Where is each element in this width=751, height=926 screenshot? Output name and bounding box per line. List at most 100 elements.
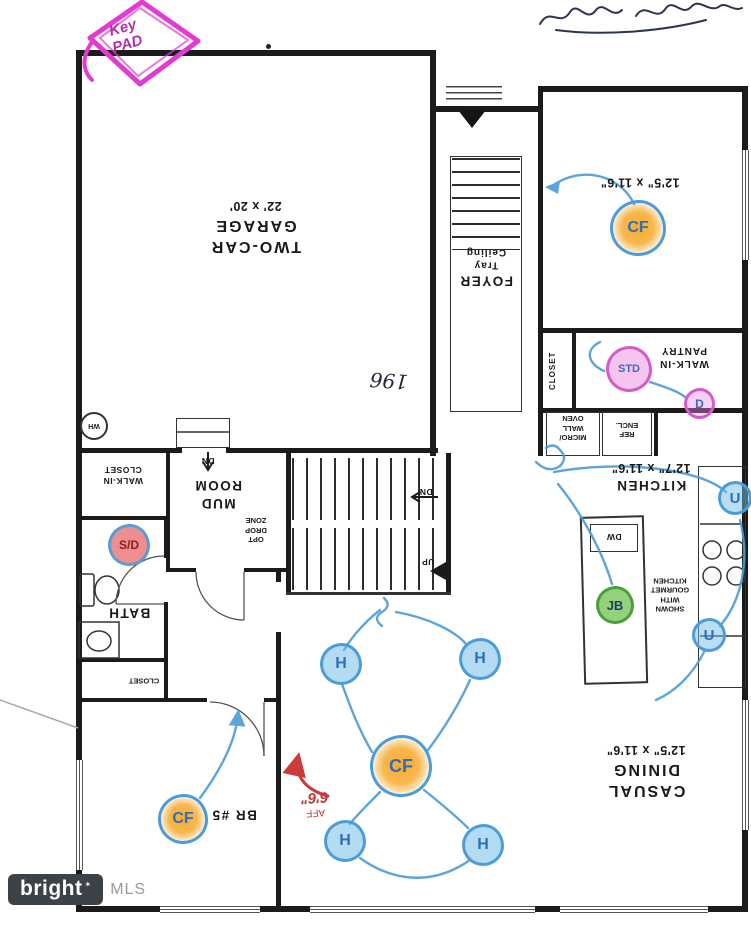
brightmls-brand: bright: [20, 877, 83, 900]
wall-bedroom-bottom: [543, 328, 748, 333]
wire: [426, 678, 472, 752]
wall-bath-bottom: [76, 658, 166, 662]
marker-label: U: [703, 626, 715, 644]
lot-number-handwritten: 196: [368, 367, 409, 395]
toilet-bowl: [94, 575, 120, 605]
drop-zone-line: OPT: [248, 535, 264, 545]
ceiling-fan-marker: CF: [158, 794, 208, 844]
garage-label: TWO-CAR GARAGE 22' x 20': [168, 198, 343, 256]
ceiling-fan-marker: CF: [370, 735, 432, 797]
brightmls-suffix: MLS: [110, 880, 147, 898]
smoke-detector-marker: S/D: [108, 524, 150, 566]
garage-landing: [176, 418, 230, 448]
marker-label: H: [335, 655, 347, 672]
h-marker: H: [459, 638, 501, 680]
wall-divider-stub: [276, 568, 281, 582]
porch-steps: [446, 86, 502, 104]
wic-line: WALK-IN: [103, 476, 143, 487]
garage-dims: 22' x 20': [229, 199, 282, 214]
keypad-outline: [87, 0, 201, 87]
scan-speckle: [266, 44, 271, 49]
water-heater-label: WH: [88, 422, 100, 430]
wall-pantry-divider: [572, 333, 576, 408]
mudroom-dn-label: DN: [201, 456, 215, 467]
stair-treads-upper: [292, 458, 444, 520]
wall-top-right: [538, 86, 748, 92]
handwriting-note: [539, 2, 743, 34]
h-marker: H: [320, 643, 362, 685]
handwriting-stroke: [539, 6, 623, 25]
mudroom-name-1: MUD: [200, 496, 236, 512]
window: [742, 150, 749, 260]
water-heater-circle: WH: [80, 412, 108, 440]
mudroom-door-arc: [195, 571, 245, 621]
door-swings: [115, 555, 265, 757]
wall-garage-right-upper: [430, 50, 436, 112]
dining-name-1: CASUAL: [606, 781, 686, 799]
drop-zone-line: ZONE: [245, 516, 267, 526]
bedroom5-door-arc: [209, 701, 265, 757]
wall-left-exterior: [76, 50, 82, 912]
kitchen-label: KITCHEN 12'7" x 11'6": [592, 460, 710, 494]
pantry-closet-label: CLOSET: [548, 351, 557, 391]
ceiling-fan-marker: CF: [610, 200, 666, 256]
keypad-tail: [82, 40, 94, 82]
drop-zone-line: DROP: [245, 525, 267, 535]
handwriting-stroke: [555, 19, 707, 34]
vanity: [78, 621, 120, 659]
wall-garage-bottom-b: [226, 448, 438, 453]
wall-family-divider: [276, 632, 281, 906]
stair-treads-lower: [292, 528, 444, 590]
wall-closet-right: [164, 662, 168, 698]
dining-name-2: DINING: [612, 761, 680, 779]
wall-pantry-bottom: [543, 408, 748, 413]
wall-bedroom5-top-b: [264, 698, 280, 702]
entry-door-marker: [458, 110, 486, 128]
wall-stair-right: [446, 453, 451, 595]
wall-foyer-left: [430, 106, 436, 456]
wic-line: CLOSET: [104, 465, 142, 476]
wire: [648, 380, 688, 400]
dimmer-marker: D: [684, 388, 715, 419]
wall-bath-right-b: [164, 602, 168, 662]
marker-label: D: [695, 396, 704, 411]
marker-label: CF: [172, 810, 194, 827]
gourmet-line: SHOWN: [655, 604, 685, 614]
marker-label: STD: [618, 363, 640, 375]
height-note: AFF 6'6": [285, 786, 345, 820]
wire: [198, 709, 246, 800]
brightmls-watermark: bright ✶ MLS: [8, 874, 146, 905]
marker-label: H: [339, 832, 351, 849]
foyer-tray-outline: [450, 156, 522, 412]
kitchen-name: KITCHEN: [615, 477, 687, 493]
wire-arrowhead: [545, 181, 560, 194]
wall-mudroom-bottom-b: [244, 568, 288, 572]
wire: [358, 856, 472, 879]
window: [310, 906, 535, 913]
window: [560, 906, 708, 913]
dining-dims: 12'5" x 11'6": [606, 743, 686, 758]
window: [160, 906, 260, 913]
window: [742, 700, 749, 830]
bath-label: BATH: [107, 605, 151, 621]
marker-label: H: [474, 650, 486, 667]
window: [76, 760, 83, 870]
wall-foyer-right: [538, 86, 543, 456]
wall-foyer-top: [436, 106, 543, 112]
h-marker: H: [324, 820, 366, 862]
std-marker: STD: [606, 346, 652, 392]
gourmet-line: GOURMET: [650, 585, 690, 595]
foyer-sub-2: Ceiling: [465, 247, 507, 258]
wire: [394, 610, 468, 646]
gourmet-line: WITH: [660, 595, 680, 605]
marker-label: H: [477, 836, 489, 853]
gourmet-line: KITCHEN: [653, 576, 687, 586]
wall-oven-box: [546, 412, 600, 456]
stairs-dn-label: DN: [419, 487, 433, 498]
wall-oven-line: MICRO/: [559, 433, 587, 443]
keypad-diamond: [82, 0, 201, 87]
brightmls-logo-box: bright ✶: [8, 874, 104, 905]
h-marker: H: [462, 824, 504, 866]
ref-line: ENCL.: [615, 420, 639, 430]
marker-label: U: [729, 489, 741, 507]
